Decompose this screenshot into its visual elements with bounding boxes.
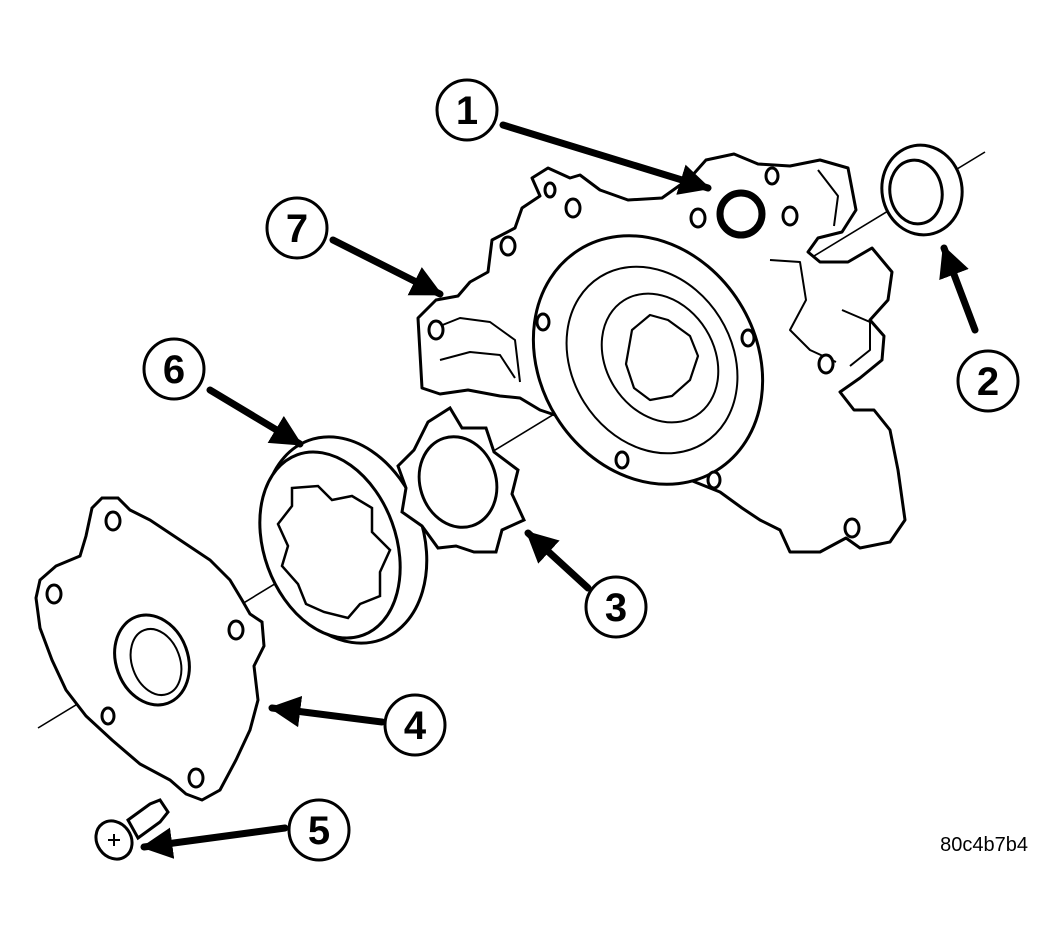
leader-3 bbox=[524, 529, 592, 592]
callout-6-circle bbox=[142, 337, 206, 401]
callout-7-circle bbox=[265, 196, 329, 260]
outer-rotor bbox=[258, 435, 429, 645]
o-ring bbox=[716, 189, 766, 239]
callout-4-circle bbox=[383, 693, 447, 757]
callout-4-label: 4 bbox=[404, 704, 427, 748]
crankshaft-seal bbox=[880, 143, 964, 237]
leader-5 bbox=[140, 824, 289, 859]
callout-3-circle bbox=[584, 575, 648, 639]
callout-2-circle bbox=[956, 349, 1020, 413]
callout-3-label: 3 bbox=[605, 586, 627, 630]
cover-plate bbox=[34, 496, 266, 802]
figure-id: 80c4b7b4 bbox=[940, 834, 1028, 856]
callout-1-circle bbox=[435, 78, 499, 142]
leader-1 bbox=[499, 121, 712, 195]
pump-housing bbox=[416, 152, 907, 554]
leader-7 bbox=[329, 236, 444, 298]
leader-6 bbox=[206, 386, 304, 448]
callout-1-label: 1 bbox=[456, 89, 478, 133]
leader-4 bbox=[268, 695, 386, 728]
callout-6-label: 6 bbox=[163, 348, 185, 392]
cover-bolt bbox=[94, 798, 170, 861]
callout-5-label: 5 bbox=[308, 809, 330, 853]
callout-5-circle bbox=[287, 798, 351, 862]
inner-rotor bbox=[396, 405, 526, 554]
callout-2-label: 2 bbox=[977, 360, 999, 404]
callouts bbox=[142, 78, 1020, 862]
leader-arrows bbox=[140, 121, 979, 859]
callout-7-label: 7 bbox=[286, 207, 308, 251]
leader-2 bbox=[939, 244, 979, 334]
